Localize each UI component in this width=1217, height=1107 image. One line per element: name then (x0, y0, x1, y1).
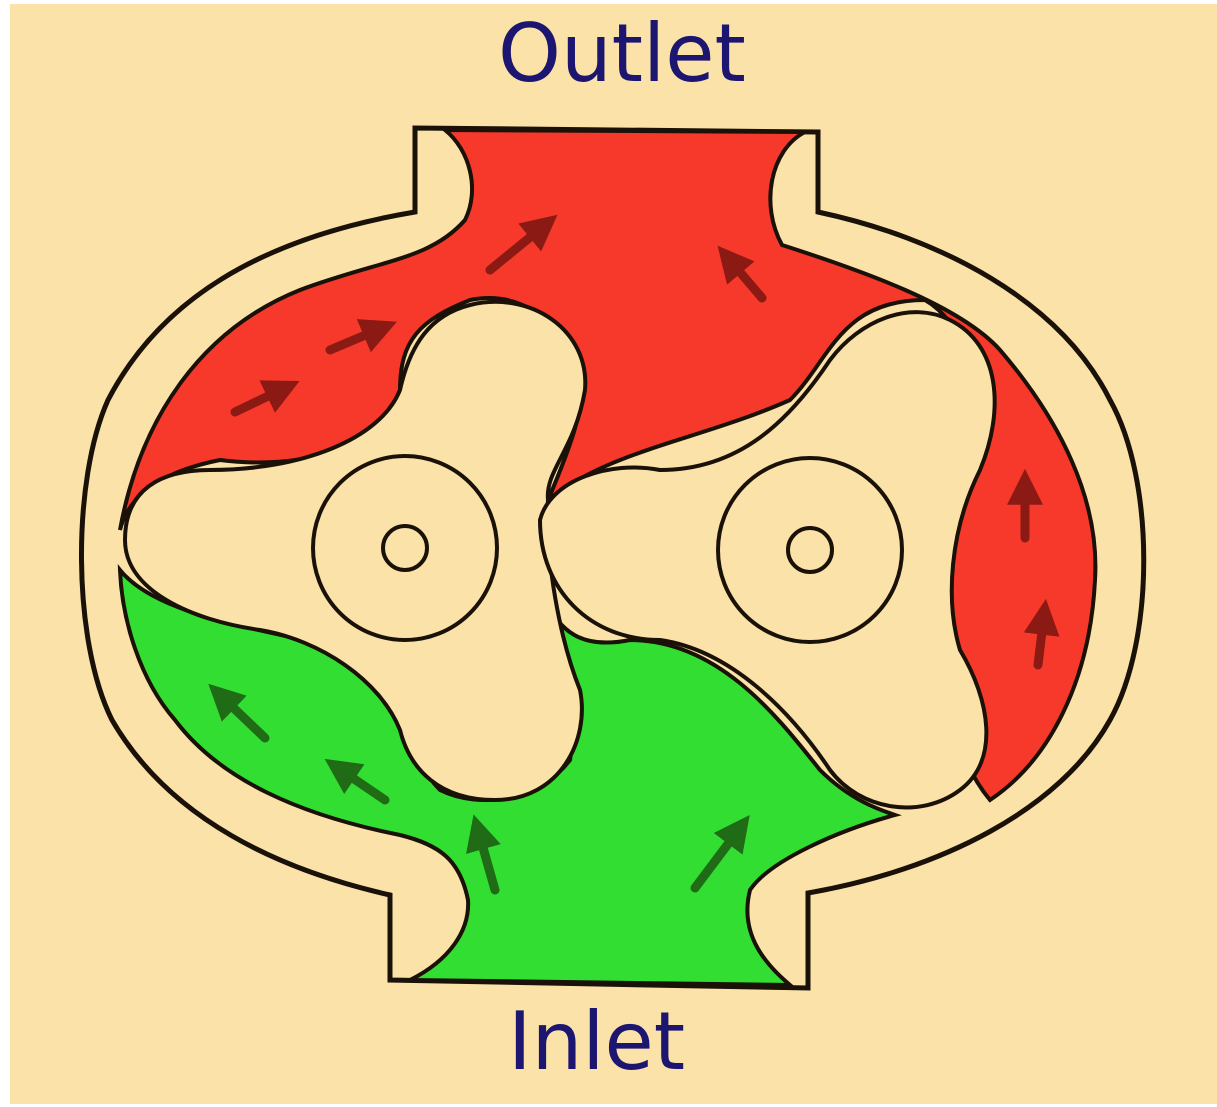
inlet-label: Inlet (508, 1002, 685, 1082)
outlet-label: Outlet (498, 14, 746, 94)
discharge-arrow-icon (1038, 615, 1044, 665)
